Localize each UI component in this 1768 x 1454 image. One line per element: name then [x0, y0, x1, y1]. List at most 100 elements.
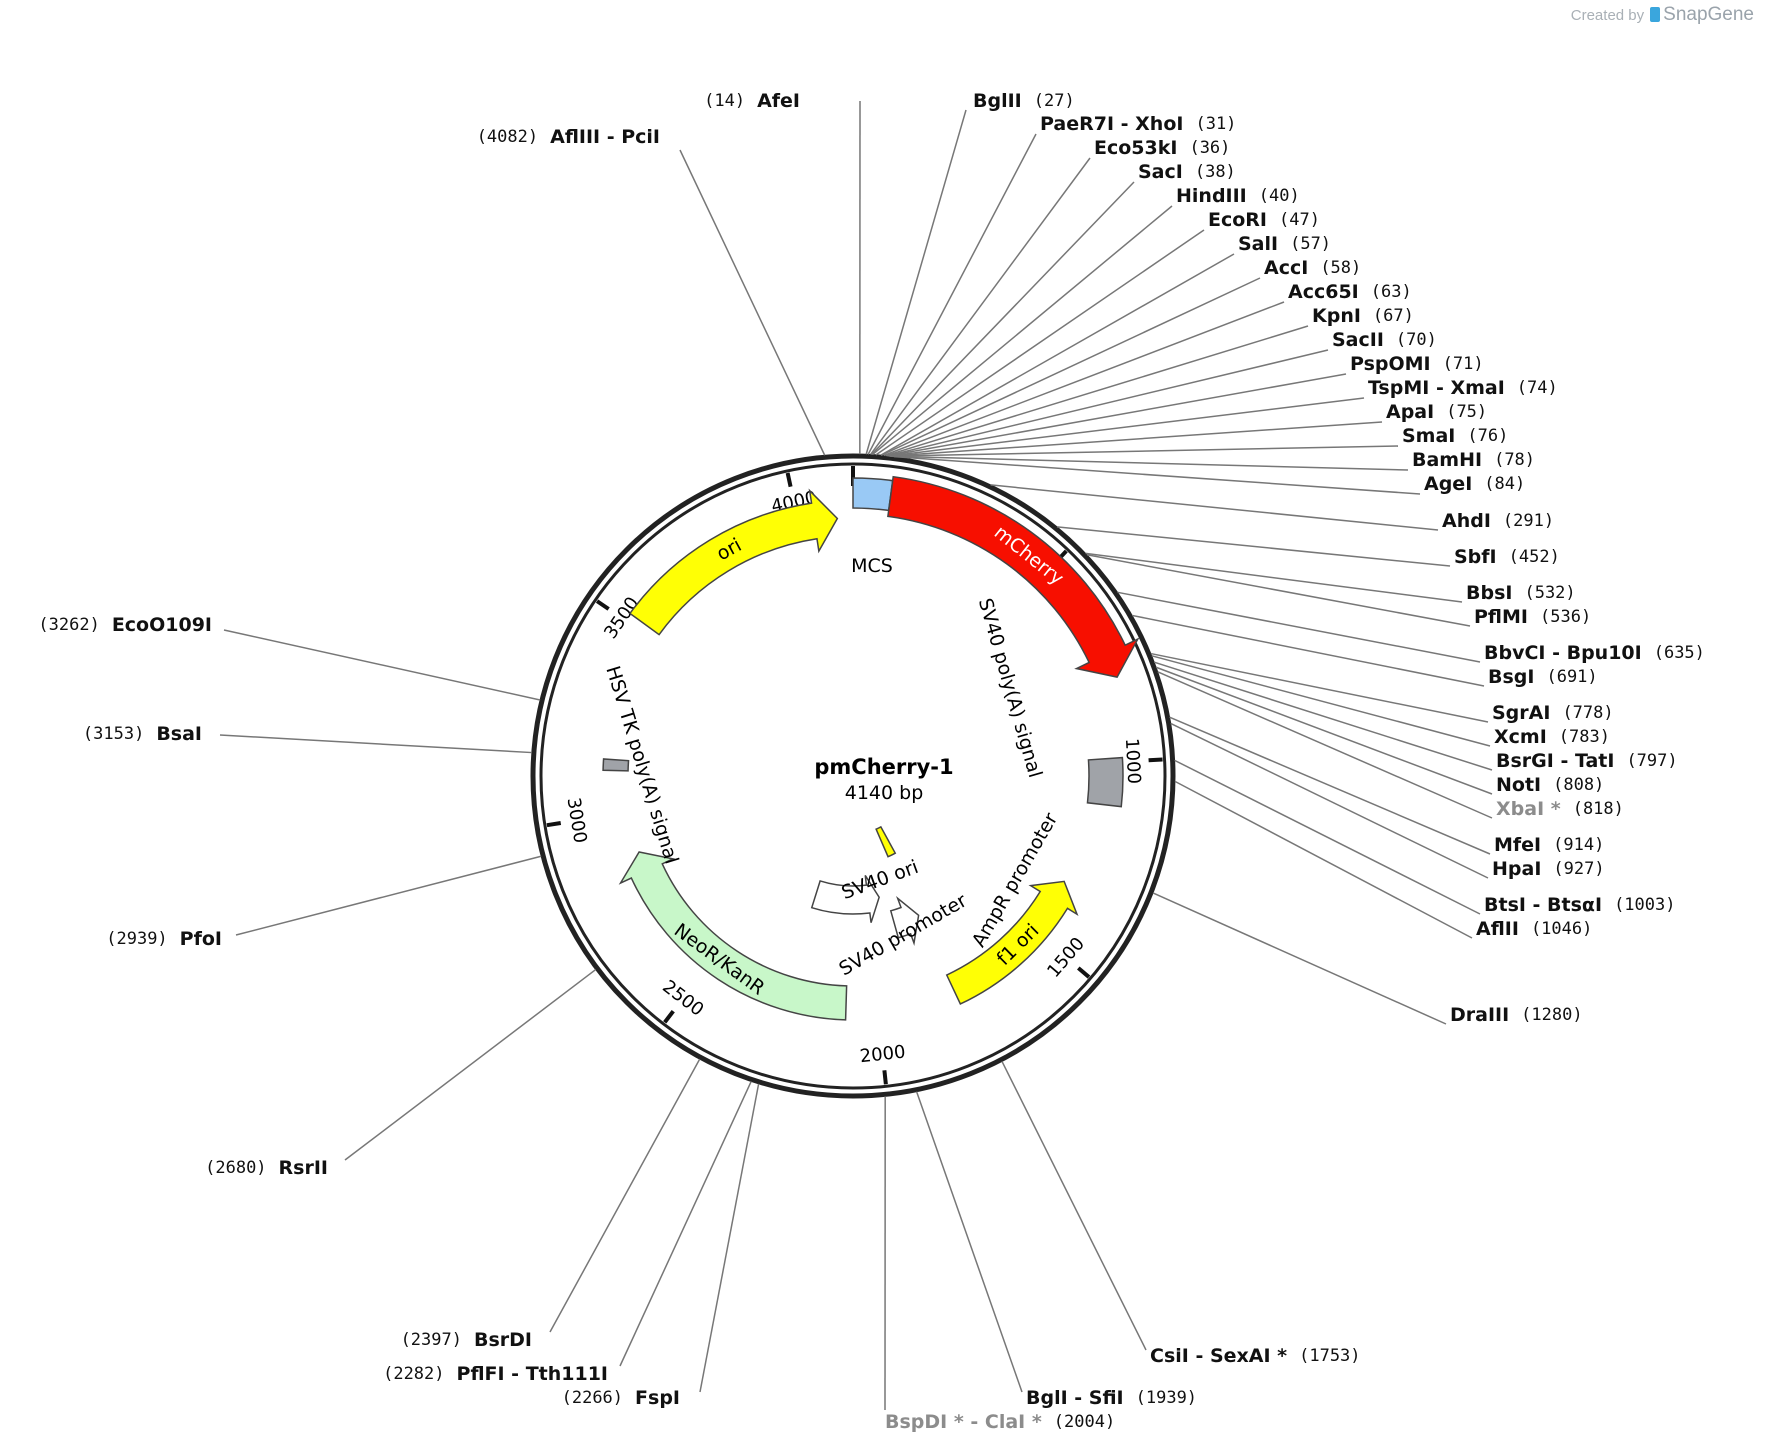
site-enzymes: PflMI	[1474, 606, 1528, 628]
site-leader-line	[1153, 661, 1493, 771]
site-label: (2680) RsrII	[205, 1157, 328, 1179]
site-label: SacI(38)	[1138, 161, 1236, 183]
site-label: AhdI(291)	[1442, 510, 1554, 532]
site-leader-line	[1056, 526, 1451, 567]
site-enzymes: AccI	[1264, 257, 1308, 279]
site-leader-line	[885, 325, 1309, 457]
credit-prefix: Created by	[1570, 7, 1645, 24]
site-leader-line	[1131, 614, 1485, 687]
feature-label-sv40-ori: SV40 ori	[839, 856, 922, 904]
site-position: (2266)	[562, 1388, 623, 1408]
site-leader-line	[344, 968, 597, 1161]
site-leader-line	[549, 1058, 701, 1333]
site-position: (71)	[1443, 354, 1484, 374]
site-leader-line	[1152, 892, 1447, 1025]
site-leader-line	[235, 855, 542, 936]
site-enzymes: MfeI	[1494, 834, 1541, 856]
site-leader-line	[869, 157, 1091, 455]
site-leader-line	[890, 445, 1399, 457]
site-enzymes: PfoI	[180, 928, 222, 950]
feature-label-sv40-poly-a-signal: SV40 poly(A) signal	[974, 596, 1046, 780]
site-label: MfeI(914)	[1494, 834, 1604, 856]
site-label: BglI - SfiI (1939)	[1026, 1387, 1197, 1409]
site-position: (84)	[1484, 474, 1525, 494]
site-leader-line	[872, 205, 1173, 456]
site-leader-line	[1151, 655, 1491, 747]
site-enzymes: AflII	[1476, 918, 1519, 940]
site-label: BsgI(691)	[1488, 666, 1598, 688]
feature-f1-ori	[945, 880, 1079, 1005]
site-label: Acc65I (63)	[1288, 281, 1412, 303]
site-enzymes: BglII	[973, 90, 1022, 112]
site-leader-line	[1150, 652, 1489, 723]
site-label: BbsI(532)	[1466, 582, 1576, 604]
site-enzymes: Acc65I	[1288, 281, 1359, 303]
site-leader-line	[1169, 716, 1491, 855]
scale-tick-label: 1500	[1043, 933, 1089, 981]
site-label: EcoRI(47)	[1208, 209, 1320, 231]
site-position: (14)	[704, 91, 745, 111]
site-label: HpaI(927)	[1492, 858, 1605, 880]
site-enzymes: BglI - SfiI	[1026, 1387, 1124, 1409]
site-leader-line	[867, 133, 1037, 455]
site-label: TspMI - XmaI(74)	[1368, 377, 1558, 399]
site-label: CsiI - SexAI *(1753)	[1150, 1345, 1361, 1367]
site-label: Eco53kI(36)	[1094, 137, 1230, 159]
site-label: (2266)FspI	[562, 1387, 680, 1409]
plasmid-length: 4140 bp	[844, 782, 924, 804]
site-position: (4082)	[477, 127, 538, 147]
site-leader-line	[886, 349, 1329, 457]
feature-label-mcs: MCS	[851, 555, 893, 577]
site-position: (58)	[1320, 258, 1361, 278]
site-enzymes: PaeR7I - XhoI	[1040, 113, 1183, 135]
site-position: (291)	[1503, 511, 1554, 531]
site-label: SmaI(76)	[1402, 425, 1508, 447]
site-position: (818)	[1573, 799, 1624, 819]
site-label: (3262)EcoO109I	[38, 614, 212, 636]
site-position: (2397)	[401, 1330, 462, 1350]
site-label: BbvCI - Bpu10I(635)	[1484, 642, 1705, 664]
site-label: PaeR7I - XhoI (31)	[1040, 113, 1236, 135]
site-enzymes: BbvCI - Bpu10I	[1484, 642, 1642, 664]
site-enzymes: AfeI	[757, 90, 800, 112]
site-position: (2680)	[205, 1158, 266, 1178]
feature-ampr-promoter	[889, 896, 920, 946]
site-enzymes: Eco53kI	[1094, 137, 1177, 159]
backbone-outer-circle	[530, 453, 1176, 1099]
scale-tick-label: 2500	[658, 976, 707, 1021]
site-position: (1939)	[1136, 1388, 1197, 1408]
site-leader-line	[990, 484, 1439, 531]
site-position: (27)	[1034, 91, 1075, 111]
site-enzymes: RsrII	[279, 1157, 328, 1179]
site-leader-line	[1086, 554, 1471, 627]
site-leader-line	[1117, 591, 1481, 663]
site-label: (2282)PflFI - Tth111I	[383, 1363, 608, 1385]
feature-hsv-tk-poly-a-signal	[602, 758, 630, 772]
site-label: ApaI(75)	[1386, 401, 1487, 423]
site-leader-line	[1174, 780, 1473, 939]
site-leader-line	[880, 277, 1261, 456]
site-position: (31)	[1195, 114, 1236, 134]
site-leader-line	[219, 734, 532, 754]
site-enzymes: HindIII	[1176, 185, 1247, 207]
site-leader-line	[871, 181, 1135, 456]
site-enzymes: ApaI	[1386, 401, 1434, 423]
site-label: XcmI(783)	[1494, 726, 1610, 748]
site-position: (778)	[1562, 703, 1613, 723]
scale-tick	[1148, 757, 1163, 763]
site-leader-line	[883, 301, 1285, 457]
site-position: (532)	[1524, 583, 1575, 603]
site-label: (2939)PfoI	[106, 928, 222, 950]
site-label: SgrAI(778)	[1492, 702, 1614, 724]
site-leader-line	[1174, 759, 1481, 915]
site-label: AgeI(84)	[1424, 473, 1525, 495]
backbone-inner-circle	[539, 462, 1167, 1090]
site-enzymes: SmaI	[1402, 425, 1455, 447]
feature-neor-kanr	[618, 851, 848, 1021]
site-position: (40)	[1259, 186, 1300, 206]
site-leader-line	[619, 1081, 752, 1367]
site-position: (63)	[1371, 282, 1412, 302]
site-position: (70)	[1396, 330, 1437, 350]
site-position: (38)	[1195, 162, 1236, 182]
